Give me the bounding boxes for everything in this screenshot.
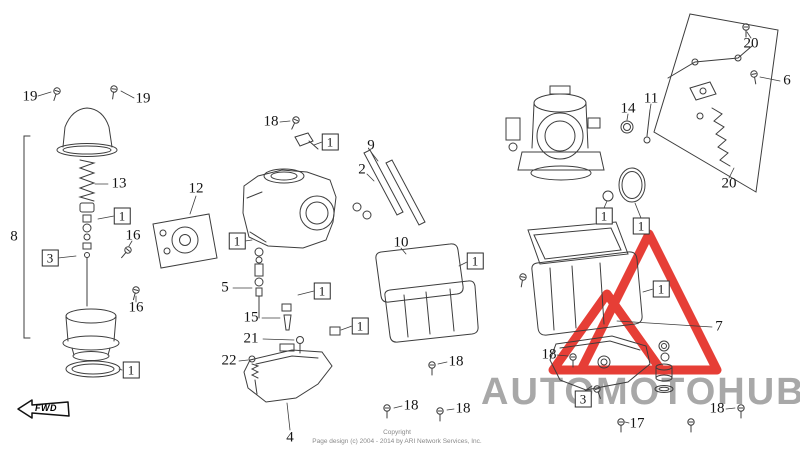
part-callout-22-21[interactable]: 22 — [221, 352, 237, 369]
right-carb-assembly — [505, 13, 779, 433]
part-callout-1-12[interactable]: 1 — [228, 232, 246, 250]
part-callout-13-6[interactable]: 13 — [111, 175, 127, 192]
part-callout-17-38[interactable]: 17 — [629, 415, 645, 432]
part-callout-4-23[interactable]: 4 — [286, 429, 294, 446]
part-callout-1-32[interactable]: 1 — [595, 207, 613, 225]
part-callout-18-36[interactable]: 18 — [541, 346, 557, 363]
fwd-indicator: FWD — [16, 396, 72, 422]
part-callout-18-24[interactable]: 18 — [448, 353, 464, 370]
copyright-note: Copyright Page design (c) 2004 - 2014 by… — [297, 429, 497, 447]
part-callout-1-22[interactable]: 1 — [122, 361, 140, 379]
part-callout-1-33[interactable]: 1 — [632, 217, 650, 235]
part-callout-2-5[interactable]: 2 — [358, 161, 366, 178]
copyright-line1: Copyright — [383, 429, 411, 436]
part-callout-8-8[interactable]: 8 — [10, 228, 18, 245]
part-callout-18-39[interactable]: 18 — [709, 400, 725, 417]
part-callout-18-2[interactable]: 18 — [263, 113, 279, 130]
part-callout-14-30[interactable]: 14 — [620, 100, 636, 117]
copyright-line2: Page design (c) 2004 - 2014 by ARI Netwo… — [312, 437, 482, 445]
part-callout-18-26[interactable]: 18 — [455, 400, 471, 417]
part-callout-3-11[interactable]: 3 — [41, 249, 59, 267]
watermark-logo-icon — [548, 229, 722, 375]
part-callout-10-13[interactable]: 10 — [393, 234, 409, 251]
part-callout-7-35[interactable]: 7 — [715, 318, 723, 335]
left-carb-assembly — [23, 84, 141, 378]
part-callout-1-19[interactable]: 1 — [351, 317, 369, 335]
part-callout-5-16[interactable]: 5 — [221, 279, 229, 296]
part-callout-21-20[interactable]: 21 — [243, 330, 259, 347]
part-callout-12-7[interactable]: 12 — [188, 180, 204, 197]
part-callout-1-17[interactable]: 1 — [313, 282, 331, 300]
fwd-label: FWD — [35, 403, 57, 413]
part-callout-15-18[interactable]: 15 — [243, 309, 259, 326]
center-carb-assembly — [152, 115, 479, 422]
part-callout-1-14[interactable]: 1 — [466, 252, 484, 270]
part-callout-6-28[interactable]: 6 — [783, 72, 791, 89]
part-callout-16-10[interactable]: 16 — [125, 227, 141, 244]
part-callout-1-34[interactable]: 1 — [652, 280, 670, 298]
part-callout-16-15[interactable]: 16 — [128, 299, 144, 316]
part-callout-19-0[interactable]: 19 — [22, 88, 38, 105]
part-callout-20-27[interactable]: 20 — [743, 35, 759, 52]
fwd-arrow-icon — [17, 399, 70, 419]
part-callout-20-31[interactable]: 20 — [721, 175, 737, 192]
part-callout-11-29[interactable]: 11 — [643, 90, 659, 107]
part-callout-18-25[interactable]: 18 — [403, 397, 419, 414]
part-callout-1-9[interactable]: 1 — [113, 207, 131, 225]
leader-lines — [37, 31, 781, 431]
part-callout-19-1[interactable]: 19 — [135, 90, 151, 107]
watermark-brand-text: AUTOMOTOHUB — [481, 371, 800, 413]
part-callout-1-3[interactable]: 1 — [321, 133, 339, 151]
part-callout-3-37[interactable]: 3 — [574, 390, 592, 408]
part-callout-9-4[interactable]: 9 — [367, 137, 375, 154]
